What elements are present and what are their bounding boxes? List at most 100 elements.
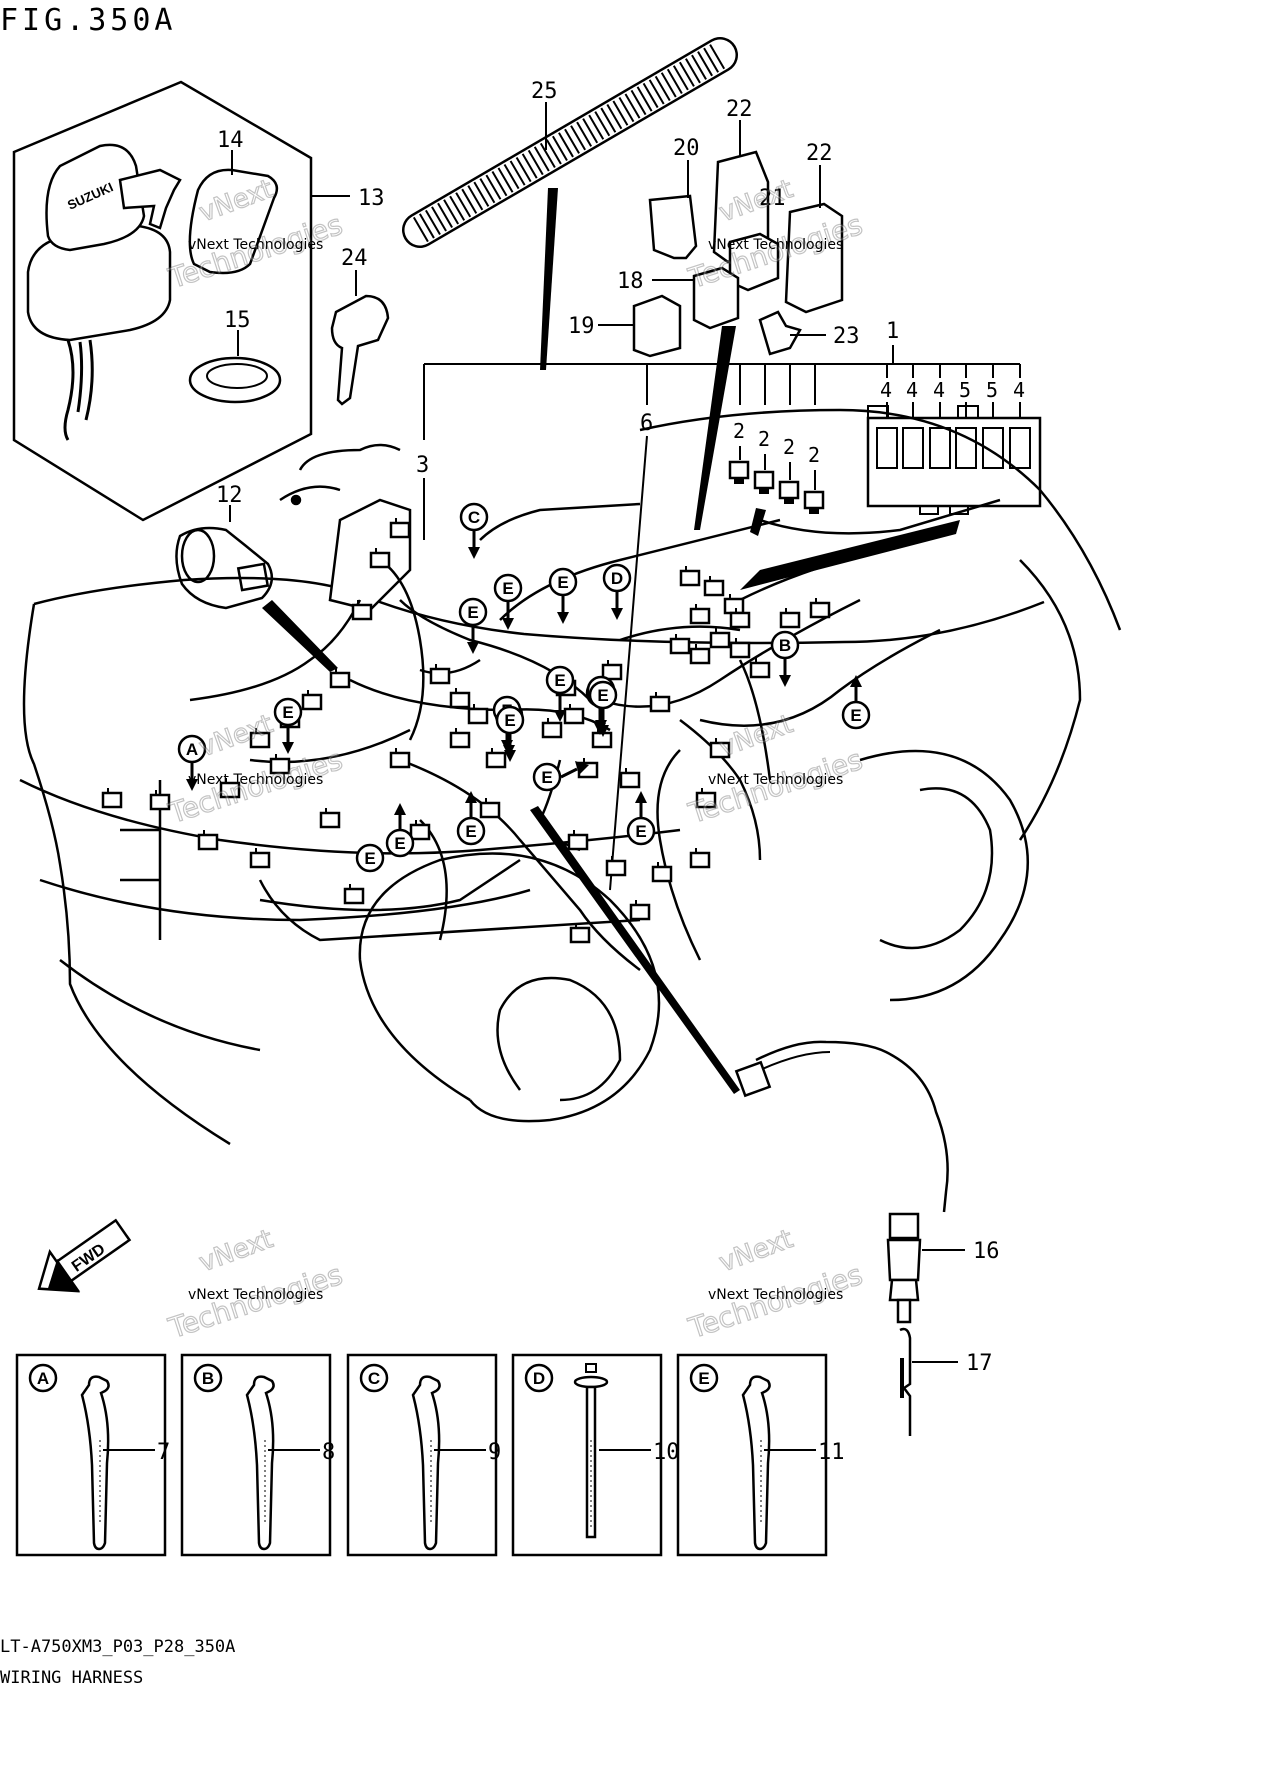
clamp-marker-e: E (841, 675, 871, 730)
part-22-label-a: 22 (726, 97, 753, 122)
clamp-box-c: C9 (346, 1353, 501, 1557)
fuse-box-value: 5 (986, 378, 998, 402)
part-21-label: 21 (759, 186, 786, 211)
clamp-marker-e: E (273, 697, 303, 754)
atv-body-outline (19, 408, 1122, 1146)
part-20-label: 20 (673, 136, 700, 161)
diagram-name: WIRING HARNESS (0, 1668, 143, 1688)
clamp-marker-e: E (545, 665, 575, 722)
svg-text:vNext: vNext (195, 1224, 277, 1278)
svg-text:E: E (465, 822, 476, 841)
clamp-box-part-number: 10 (653, 1440, 680, 1465)
clamp-marker-e: E (532, 761, 589, 792)
fuse-box-value: 4 (880, 378, 892, 402)
harness-connector (101, 786, 123, 809)
fuse-box-value: 4 (906, 378, 918, 402)
watermark-text: vNext Technologies (188, 772, 323, 788)
clamp-marker-e: E (458, 597, 488, 654)
fuse-icon (728, 460, 750, 484)
svg-text:E: E (850, 706, 861, 725)
harness-connector (563, 702, 585, 725)
fuse-slot (955, 427, 977, 469)
svg-text:vNext: vNext (715, 1224, 797, 1278)
clip-part-17: 17 (899, 1327, 993, 1436)
part-12-label: 12 (216, 483, 243, 508)
harness-connector (429, 662, 451, 685)
harness-connector (649, 690, 671, 713)
harness-connector (569, 921, 591, 944)
part-18-label: 18 (617, 269, 644, 294)
fuse-box-value: 4 (1013, 378, 1025, 402)
clamp-markers: EEEEEEEEEEEEEEEEECDBA (177, 502, 871, 873)
diagram-code: LT-A750XM3_P03_P28_350A (0, 1637, 235, 1657)
svg-text:vNext: vNext (715, 709, 797, 763)
harness-connector (467, 702, 489, 725)
svg-text:E: E (541, 768, 552, 787)
svg-text:D: D (611, 569, 623, 588)
svg-text:A: A (186, 740, 198, 759)
clamp-box-part-number: 7 (157, 1440, 170, 1465)
part-23-label: 23 (833, 324, 860, 349)
harness-connector (479, 796, 501, 819)
part-1-label: 1 (886, 319, 899, 344)
part-24-label: 24 (341, 246, 368, 271)
clamp-marker-b: B (770, 630, 800, 687)
fuse-slot (902, 427, 924, 469)
harness-connector (409, 818, 431, 841)
watermark-text: vNext Technologies (708, 237, 843, 253)
svg-text:E: E (597, 686, 608, 705)
fuse-slot (1009, 427, 1031, 469)
svg-text:E: E (635, 822, 646, 841)
clamp-marker-e: E (588, 680, 618, 737)
clamp-marker-e: E (355, 843, 385, 873)
harness-connector (329, 666, 351, 689)
svg-text:B: B (779, 636, 791, 655)
watermark-text: vNext Technologies (188, 1287, 323, 1303)
svg-text:E: E (502, 579, 513, 598)
harness-connector (679, 564, 701, 587)
harness-connector (749, 656, 771, 679)
harness-connector (197, 828, 219, 851)
clamp-marker-e: E (495, 705, 525, 762)
key-switch-assembly: SUZUKI 13 14 15 24 (12, 80, 390, 522)
harness-connector (619, 766, 641, 789)
clamp-box-letter: C (368, 1369, 380, 1388)
part-6-label: 6 (640, 411, 653, 436)
clamp-marker-e: E (626, 791, 656, 846)
harness-connector (449, 686, 471, 709)
harness-connector (567, 828, 589, 851)
svg-text:E: E (557, 573, 568, 592)
harness-connector (651, 860, 673, 883)
fuse-slot (982, 427, 1004, 469)
fuse-slot (929, 427, 951, 469)
svg-text:C: C (468, 508, 480, 527)
figure-title: FIG.350A (0, 3, 177, 38)
fuse-number: 2 (783, 435, 795, 459)
fuse-number: 2 (808, 443, 820, 467)
part-22-label-b: 22 (806, 141, 833, 166)
clamp-box-letter: E (698, 1369, 709, 1388)
clamp-marker-e: E (548, 567, 578, 624)
clamp-marker-c: C (459, 502, 489, 559)
watermark-text: vNext Technologies (188, 237, 323, 253)
svg-text:E: E (282, 703, 293, 722)
harness-connector (689, 642, 711, 665)
corrugated-tube: 25 (402, 37, 738, 370)
harness-connector (301, 688, 323, 711)
part-13-label: 13 (358, 186, 385, 211)
fuse-box-value: 4 (933, 378, 945, 402)
harness-connector (485, 746, 507, 769)
clamp-marker-e: E (493, 573, 523, 630)
svg-text:E: E (364, 849, 375, 868)
svg-text:E: E (554, 671, 565, 690)
clamp-box-a: A7 (15, 1353, 170, 1557)
clamp-box-part-number: 9 (488, 1440, 501, 1465)
harness-connector (779, 606, 801, 629)
part-25-label: 25 (531, 79, 558, 104)
clamp-box-e: E11 (676, 1353, 845, 1557)
